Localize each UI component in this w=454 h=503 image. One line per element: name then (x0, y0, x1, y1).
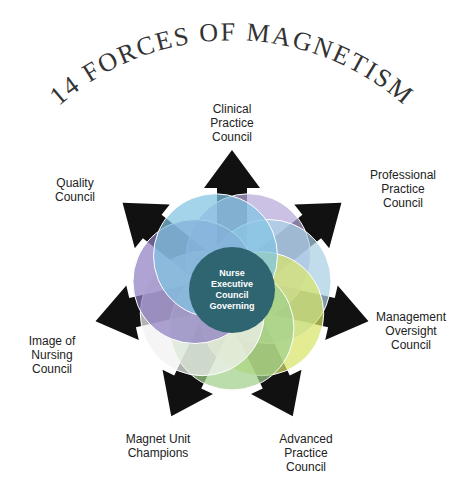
council-label: Quality Council (42, 176, 108, 204)
overlap-circles (133, 194, 331, 390)
title: 14 FORCES OF MAGNETISM (44, 17, 420, 111)
arrow-star (96, 150, 369, 416)
council-label: Management Oversight Council (372, 310, 450, 352)
council-label: Magnet Unit Champions (116, 432, 200, 460)
council-label: Image of Nursing Council (10, 334, 94, 376)
council-label: Professional Practice Council (362, 168, 444, 210)
center-circle: Nurse Executive Council Governing (189, 247, 275, 333)
council-label: Clinical Practice Council (192, 102, 272, 144)
council-label: Advanced Practice Council (264, 432, 348, 474)
node-text: Nurse Executive Council Governing (199, 268, 265, 312)
title-arc: 14 FORCES OF MAGNETISM (44, 17, 420, 111)
